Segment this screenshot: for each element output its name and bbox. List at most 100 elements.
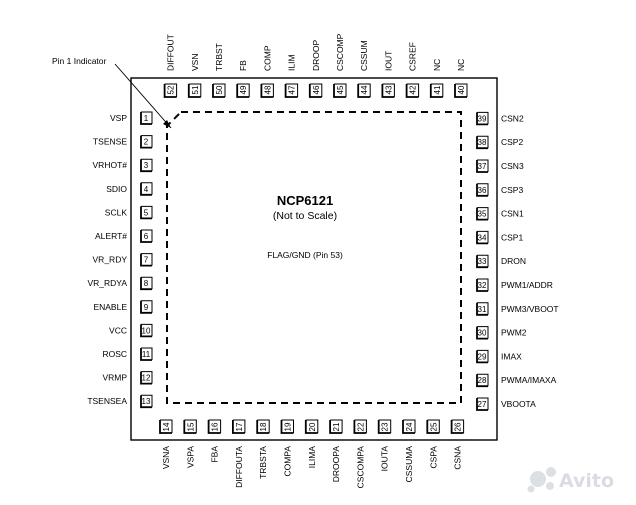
pin-pad-16 [207,419,222,434]
pin-pad-10 [140,323,153,338]
pin-name-imax: IMAX [501,351,522,361]
pin-name-csp2: CSP2 [501,137,523,147]
pin-name-vsna: VSNA [161,446,171,469]
pin-name-pwma-imaxa: PWMA/IMAXA [501,375,557,385]
pin-name-csn2: CSN2 [501,113,524,123]
pin-pad-32 [476,278,489,292]
pin-pad-11 [140,347,153,361]
pin-name-compa: COMPA [283,446,293,477]
pin-pad-25 [426,419,440,434]
chip-name: NCP6121 [277,193,333,208]
pin-number: 13 [142,397,151,406]
pin-number: 10 [142,326,151,335]
pin-number: 26 [454,422,463,431]
pin-name-cspa: CSPA [428,446,438,469]
pin-pad-14 [159,419,173,434]
pin-number: 21 [332,422,341,431]
pin-pad-45 [333,83,347,98]
pin-number: 49 [239,85,248,94]
pin-name-vboota: VBOOTA [501,399,536,409]
pin-name-csp1: CSP1 [501,232,523,242]
pin-number: 52 [167,85,176,94]
pin-name-pwm2: PWM2 [501,328,527,338]
pin-pad-26 [450,419,465,434]
pin-number: 23 [381,422,390,431]
pin-number: 14 [162,422,171,431]
pin-pad-43 [381,83,395,98]
pin-pad-42 [405,83,420,98]
pin-pad-6 [140,229,153,243]
pin-name-csna: CSNA [453,446,463,470]
pin-number: 9 [144,303,149,312]
pin-pad-47 [284,83,299,98]
pin-number: 51 [191,85,200,94]
pin-number: 2 [144,138,149,147]
pin-number: 37 [478,162,487,171]
pin-pad-24 [402,419,416,434]
pin-name-diffout: DIFFOUT [166,34,176,71]
pin-pad-4 [140,182,153,196]
pin-number: 29 [478,352,487,361]
pin-number: 34 [478,233,487,242]
pin-pad-34 [476,230,489,245]
pin-name-fba: FBA [210,446,220,463]
pin-number: 15 [186,422,195,431]
pin-number: 20 [308,422,317,431]
pin-number: 31 [478,305,487,314]
pin1-indicator-label: Pin 1 Indicator [52,56,107,66]
pin-name-nc: NC [456,59,466,71]
pin-name-enable: ENABLE [93,302,127,312]
pin-name-sdio: SDIO [106,184,127,194]
pin-pad-9 [140,300,153,314]
pin-name-cscompa: CSCOMPA [355,446,365,489]
pin-pad-37 [476,159,489,173]
pin-number: 7 [144,256,149,265]
pin-name-vrhot-: VRHOT# [93,160,128,170]
pin-pad-49 [236,83,250,98]
pin-number: 16 [211,422,220,431]
avito-dots-icon [527,467,556,493]
pin-number: 8 [144,279,149,288]
pin-number: 4 [144,185,149,194]
pin-name-vsn: VSN [190,54,200,71]
pin-number: 3 [144,161,149,170]
pin-name-vr-rdya: VR_RDYA [87,278,127,288]
pin-pad-5 [140,205,153,220]
pin-pad-2 [140,135,153,149]
pin-pad-15 [183,419,197,434]
pin-number: 6 [144,232,149,241]
pin-number: 28 [478,376,487,385]
pin-name-droopa: DROOPA [331,446,341,483]
pin1-indicator-arrow [114,63,172,129]
pin-pad-29 [476,349,489,364]
pin-name-csp3: CSP3 [501,185,523,195]
pin-pad-50 [212,83,226,98]
pin-pad-33 [476,254,489,269]
package-body [130,77,498,441]
pin-name-iouta: IOUTA [380,446,390,472]
pin-name-nc: NC [432,59,442,71]
pin-pad-7 [140,253,153,267]
pin-name-csn1: CSN1 [501,209,524,219]
pin-number: 12 [142,374,151,383]
pin-name-iout: IOUT [383,51,393,71]
pin-pad-40 [454,83,468,98]
pin-pad-41 [429,83,444,98]
pin-pad-18 [256,419,270,434]
pin-number: 33 [478,257,487,266]
pin-number: 40 [457,85,466,94]
pin-number: 5 [144,208,149,217]
pin-pad-13 [140,394,153,409]
pin-name-cssum: CSSUM [359,40,369,71]
pin-number: 27 [478,400,487,409]
watermark-text: Avito [559,470,614,492]
pin-pad-3 [140,158,153,173]
exposed-pad-outline [166,111,462,404]
pin-pad-19 [280,419,294,434]
pin-number: 1 [144,114,149,123]
pin-name-pwm1-addr: PWM1/ADDR [501,280,553,290]
pin-number: 39 [478,114,487,123]
chip-subtitle: (Not to Scale) [273,210,337,222]
pin-name-vsp: VSP [110,113,127,123]
pin-number: 22 [356,422,365,431]
